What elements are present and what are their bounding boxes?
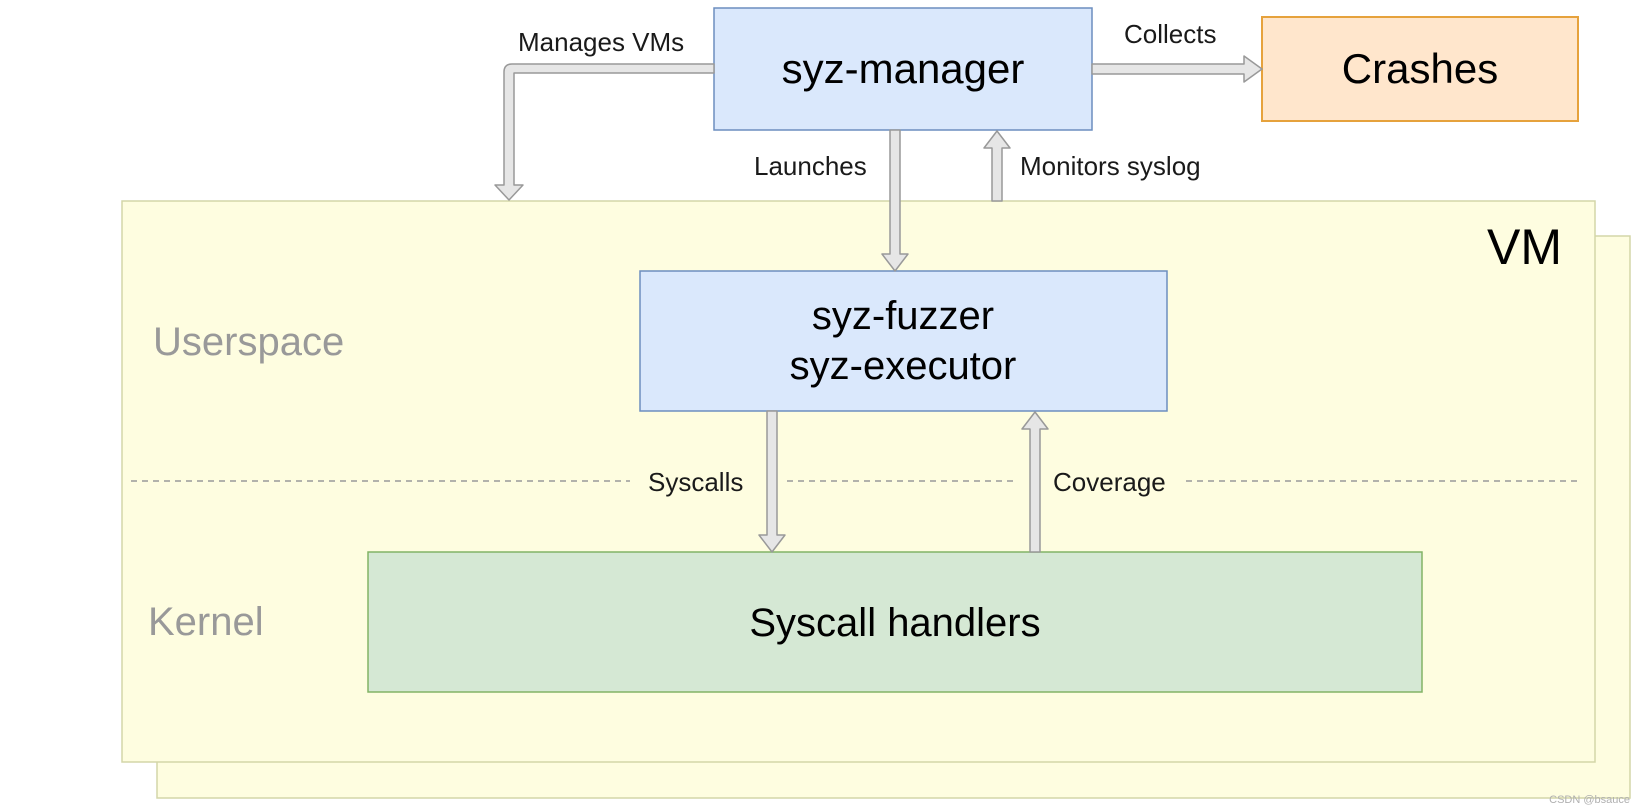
kernel-label: Kernel <box>148 600 264 644</box>
manages-vms-arrow <box>494 63 715 201</box>
manages-vms-label: Manages VMs <box>518 27 684 57</box>
launches-arrow <box>881 129 909 272</box>
watermark: CSDN @bsauce <box>1549 794 1630 806</box>
vm-label: VM <box>1487 219 1562 275</box>
coverage-arrow <box>1021 411 1049 553</box>
userspace-label: Userspace <box>153 320 344 364</box>
syz-fuzzer-label: syz-fuzzer <box>812 294 994 338</box>
syz-fuzzer-executor-box <box>639 270 1168 412</box>
syscall-handlers-label: Syscall handlers <box>749 601 1040 645</box>
collects-label: Collects <box>1124 19 1216 49</box>
crashes-label: Crashes <box>1342 45 1498 92</box>
syscalls-arrow <box>758 410 786 553</box>
collects-arrow <box>1091 55 1263 83</box>
syscall-handlers-box <box>367 551 1423 693</box>
syscalls-label: Syscalls <box>648 467 743 497</box>
coverage-label: Coverage <box>1053 467 1166 497</box>
launches-label: Launches <box>754 151 867 181</box>
monitors-syslog-arrow <box>983 130 1011 202</box>
monitors-syslog-label: Monitors syslog <box>1020 151 1201 181</box>
syz-executor-label: syz-executor <box>790 344 1017 388</box>
syz-manager-label: syz-manager <box>782 45 1025 92</box>
